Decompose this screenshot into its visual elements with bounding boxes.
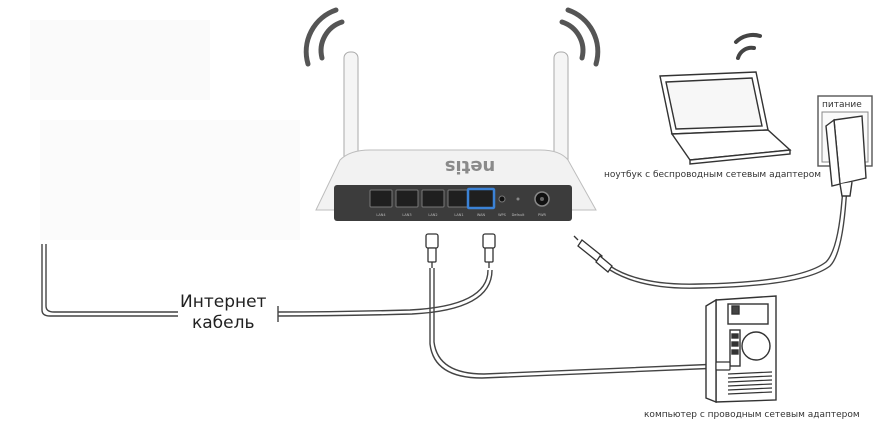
lan-cable-to-pc xyxy=(429,268,721,379)
svg-text:PWR: PWR xyxy=(538,213,547,217)
router-port-lan1 xyxy=(447,189,471,208)
cables xyxy=(41,177,849,379)
svg-text:WPS: WPS xyxy=(498,213,507,217)
power-adapter xyxy=(825,115,867,197)
power-socket-label: питание xyxy=(822,100,862,110)
laptop-label: ноутбук с беспроводным сетевым адаптером xyxy=(604,170,822,180)
laptop-wifi-icon xyxy=(734,32,762,60)
background-patch xyxy=(30,20,210,100)
router-brand-logo: netis xyxy=(445,156,496,177)
pc-ethernet-connector xyxy=(715,361,731,371)
router-port-labels: LAN4 LAN3 LAN2 LAN1 WAN WPS Default PWR xyxy=(376,213,546,217)
svg-text:LAN4: LAN4 xyxy=(376,213,386,217)
internet-cable-label: Интернет кабель xyxy=(180,292,266,334)
router-port-lan3 xyxy=(395,189,419,208)
svg-text:LAN3: LAN3 xyxy=(402,213,411,217)
router-default-button xyxy=(516,197,520,201)
internet-cable-label-line1: Интернет xyxy=(180,292,267,312)
laptop xyxy=(659,71,792,165)
desktop-pc xyxy=(705,295,777,404)
router-port-wan xyxy=(466,187,496,210)
router-wifi-right-icon xyxy=(559,7,601,67)
router: netis LAN4 LAN3 LAN2 LAN1 WAN WP xyxy=(315,149,597,221)
svg-text:LAN1: LAN1 xyxy=(454,213,463,217)
router-port-lan4 xyxy=(369,189,393,208)
svg-text:WAN: WAN xyxy=(477,213,486,217)
pc-label: компьютер с проводным сетевым адаптером xyxy=(644,410,860,420)
ethernet-connector-right xyxy=(482,233,496,268)
svg-text:Default: Default xyxy=(512,213,525,217)
svg-text:LAN2: LAN2 xyxy=(428,213,437,217)
internet-cable-label-line2: кабель xyxy=(191,313,255,333)
internet-cable-outer xyxy=(41,244,178,317)
router-wifi-left-icon xyxy=(303,7,345,67)
router-port-lan2 xyxy=(421,189,445,208)
power-plug-connector xyxy=(573,235,613,273)
router-lan-ports xyxy=(369,189,471,208)
internet-cable-inner xyxy=(45,244,178,313)
background-patch xyxy=(40,120,300,240)
internet-cable-to-wan xyxy=(277,269,489,313)
ethernet-connector-left xyxy=(425,233,439,268)
power-cable xyxy=(609,177,845,285)
router-wps-button xyxy=(498,195,506,203)
